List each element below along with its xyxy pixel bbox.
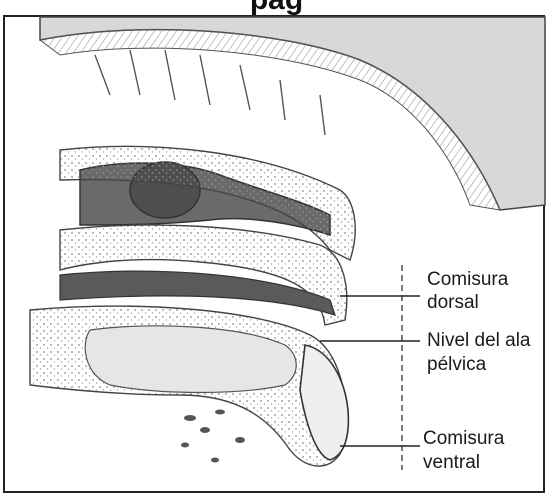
label-comisura-ventral-1: Comisura [423,427,504,451]
label-comisura-dorsal-1: Comisura [427,268,508,292]
label-comisura-dorsal-2: dorsal [427,291,479,315]
vertebrae-marks [95,50,325,135]
label-nivel-ala-2: pélvica [427,353,486,377]
tissue-marks [181,410,245,463]
label-comisura-ventral-2: ventral [423,451,480,475]
label-nivel-ala-1: Nivel del ala [427,329,531,353]
